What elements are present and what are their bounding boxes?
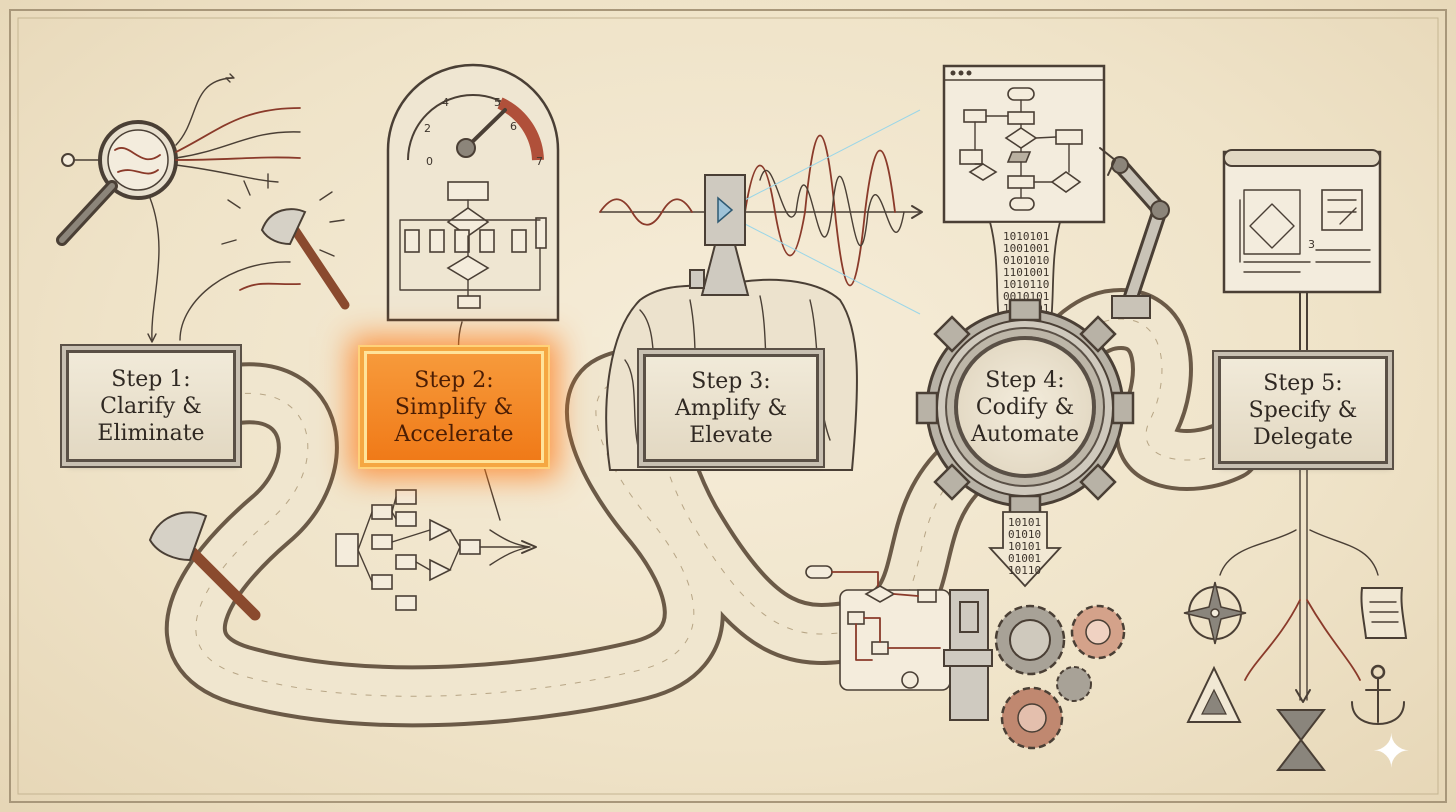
gauge-tick: 6 xyxy=(510,120,517,133)
step-number: Step 1: xyxy=(111,366,191,392)
delegate-arrows xyxy=(1219,451,1379,703)
waveform-icon xyxy=(599,109,923,315)
gauge-tick: 5 xyxy=(494,96,501,109)
gear-machine xyxy=(805,565,1126,750)
branching-arrows xyxy=(61,73,301,343)
inner-frame xyxy=(17,17,1439,795)
anchor-icon xyxy=(1351,664,1405,725)
binary-digits: 1001001 xyxy=(1003,242,1049,255)
step-number: Step 4: xyxy=(985,367,1065,393)
step-action: Simplify & xyxy=(394,394,514,420)
binary-digits: 1101001 xyxy=(1003,266,1049,279)
hourglass-icon xyxy=(1275,709,1327,771)
step-action: Elevate xyxy=(689,422,773,448)
step-number: Step 5: xyxy=(1263,370,1343,396)
robot-arm-icon xyxy=(1099,147,1170,319)
step-3-card: Step 3:Amplify &Elevate xyxy=(643,354,819,462)
binary-digits: 01001 xyxy=(1008,552,1041,565)
step-action: Specify & xyxy=(1248,397,1358,423)
blueprint-note: 3 xyxy=(1308,238,1315,251)
step-2-card: Step 2:Simplify &Accelerate xyxy=(364,351,544,463)
step-1-card: Step 1:Clarify &Eliminate xyxy=(66,350,236,462)
axe-icon xyxy=(148,511,261,621)
triangle-eye-icon xyxy=(1186,665,1242,723)
step-5-card: Step 5:Specify &Delegate xyxy=(1218,356,1388,464)
gauge-tick: 0 xyxy=(426,155,433,168)
step-action: Clarify & xyxy=(100,393,202,419)
blueprint-scroll-icon: 3 xyxy=(1222,149,1382,361)
magnifier-icon xyxy=(56,120,178,246)
flowchart-lower xyxy=(335,489,537,611)
step-action: Codify & xyxy=(975,394,1075,420)
outer-frame xyxy=(9,9,1447,803)
gauge-tick: 7 xyxy=(536,155,543,168)
step-number: Step 3: xyxy=(691,368,771,394)
step-action: Eliminate xyxy=(97,420,205,446)
binary-digits: 10110 xyxy=(1008,564,1041,577)
binary-digits: 0101010 xyxy=(1003,254,1049,267)
binary-digits: 10101 xyxy=(1008,540,1041,553)
step-action: Automate xyxy=(971,421,1079,447)
gauge-tick: 4 xyxy=(442,96,449,109)
step-action: Amplify & xyxy=(674,395,788,421)
binary-digits: 10101 xyxy=(1008,516,1041,529)
step-action: Accelerate xyxy=(394,421,514,447)
step-4-card: Step 4:Codify &Automate xyxy=(954,336,1096,478)
binary-digits: 01010 xyxy=(1008,528,1041,541)
binary-digits: 1010101 xyxy=(1003,230,1049,243)
browser-window-icon xyxy=(942,64,1106,224)
gauge-tick: 2 xyxy=(424,122,431,135)
step-action: Delegate xyxy=(1253,424,1353,450)
step-number: Step 2: xyxy=(414,367,494,393)
scroll-icon xyxy=(1360,587,1408,639)
axe-icon xyxy=(221,173,350,310)
sparkle-icon: ✦ xyxy=(1372,724,1411,778)
binary-tape-lower: 10101 01010 10101 01001 10110 xyxy=(987,511,1063,588)
compass-rose-icon xyxy=(1183,581,1247,645)
binary-digits: 1010110 xyxy=(1003,278,1049,291)
flowchart-upper xyxy=(399,181,547,521)
